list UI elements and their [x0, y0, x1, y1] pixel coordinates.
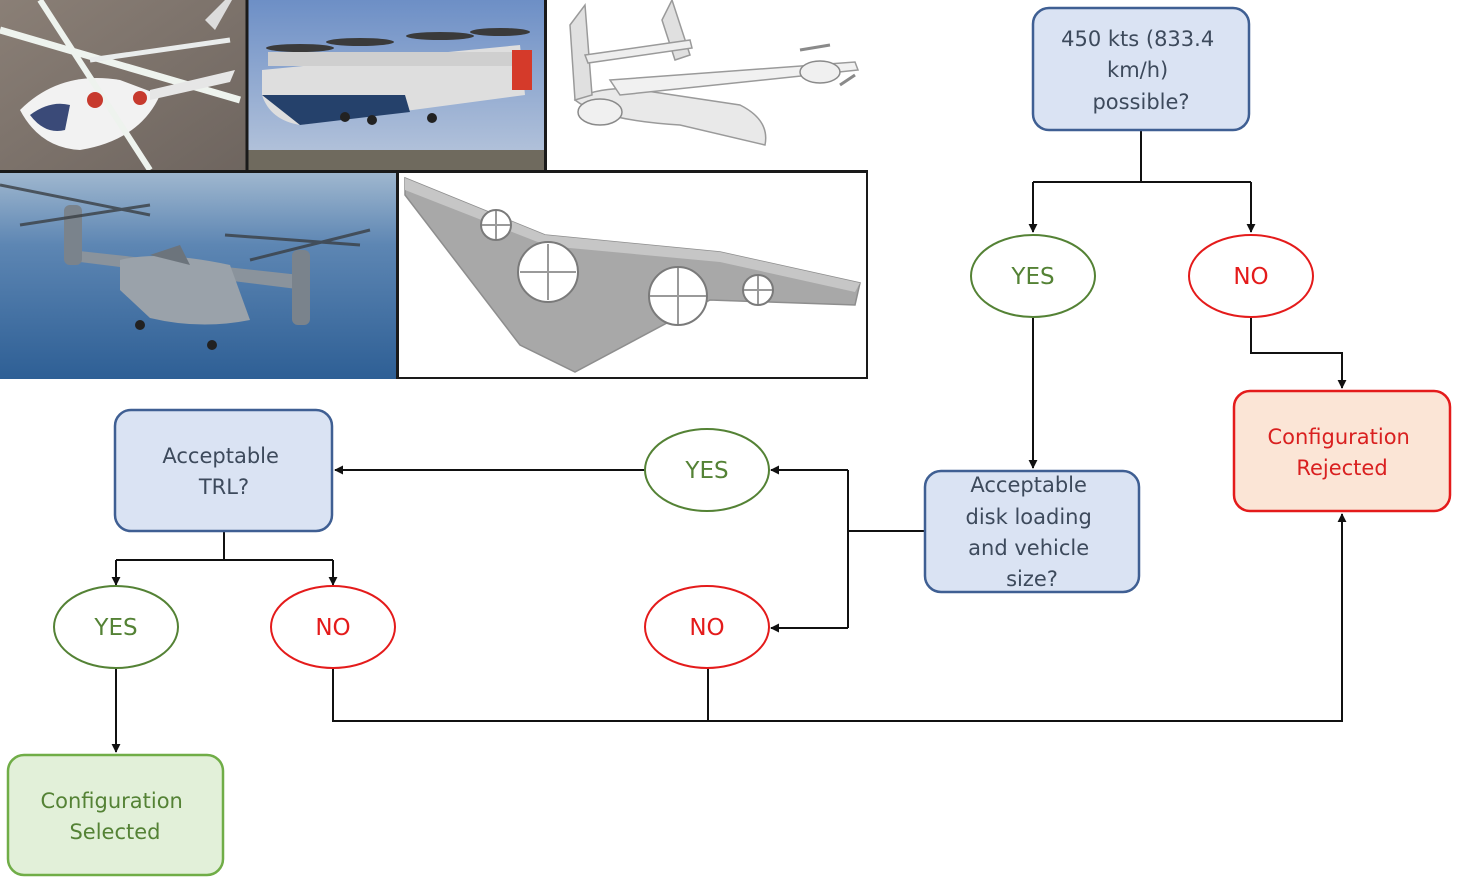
- svg-text:Acceptable TRL?: Acceptable TRL?: [162, 444, 285, 499]
- flow-connectors: [111, 130, 1347, 753]
- fan-in-wing-flying-wing-render: [399, 173, 866, 377]
- disk-yes-label: YES: [684, 458, 728, 484]
- rejected-line-2: Rejected: [1296, 456, 1387, 480]
- rejected-line-1: Configuration: [1267, 425, 1409, 449]
- speed-no-oval: NO: [1188, 234, 1314, 318]
- selected-line-2: Selected: [69, 820, 160, 844]
- compound-helicopter-photo: [0, 0, 246, 172]
- trl-no-label: NO: [315, 615, 350, 641]
- disk-no-oval: NO: [644, 585, 770, 669]
- disk-decision-line-2: disk loading: [966, 505, 1092, 529]
- svg-text:Configuration Rejected: Configuration Rejected: [1267, 425, 1416, 480]
- connector-trl-no-to-rejected: [332, 513, 1347, 722]
- svg-text:450 kts (833.4 km/h): 450 kts (833.4 km/h) possible?: [1061, 27, 1221, 114]
- speed-no-label: NO: [1233, 264, 1268, 290]
- disk-loading-decision-box: Acceptable disk loading and vehicle size…: [923, 469, 1141, 594]
- selected-line-1: Configuration: [40, 789, 182, 813]
- disk-decision-line-1: Acceptable: [970, 473, 1087, 497]
- disk-decision-line-3: and vehicle: [968, 536, 1089, 560]
- disk-no-label: NO: [689, 615, 724, 641]
- disk-yes-oval: YES: [644, 428, 770, 512]
- aircraft-photo-collage: [0, 0, 868, 379]
- disk-decision-line-4: size?: [1006, 567, 1058, 591]
- v22-osprey-over-sea-photo: [0, 173, 396, 379]
- trl-decision-line-1: Acceptable: [162, 444, 279, 468]
- speed-decision-box: 450 kts (833.4 km/h) possible?: [1031, 6, 1251, 132]
- speed-yes-label: YES: [1010, 264, 1054, 290]
- svg-text:Configuration Selected: Configuration Selected: [40, 789, 189, 844]
- configuration-selected-box: Configuration Selected: [6, 753, 225, 877]
- connector-speed-no-to-rejected: [1250, 318, 1347, 389]
- speed-decision-line-1: 450 kts (833.4: [1061, 27, 1214, 51]
- trl-yes-oval: YES: [53, 585, 179, 669]
- trl-decision-line-2: TRL?: [198, 475, 249, 499]
- tilt-wing-aircraft-photo: [248, 0, 544, 170]
- configuration-rejected-box: Configuration Rejected: [1232, 389, 1452, 513]
- svg-text:Acceptable disk loading: Acceptable disk loading and vehicle size…: [966, 473, 1099, 591]
- trl-no-oval: NO: [270, 585, 396, 669]
- tilt-rotor-cad-render: [546, 0, 868, 170]
- speed-decision-line-2: km/h): [1107, 58, 1168, 82]
- speed-yes-oval: YES: [970, 234, 1096, 318]
- trl-decision-box: Acceptable TRL?: [113, 408, 334, 533]
- speed-decision-line-3: possible?: [1092, 90, 1189, 114]
- trl-yes-label: YES: [93, 615, 137, 641]
